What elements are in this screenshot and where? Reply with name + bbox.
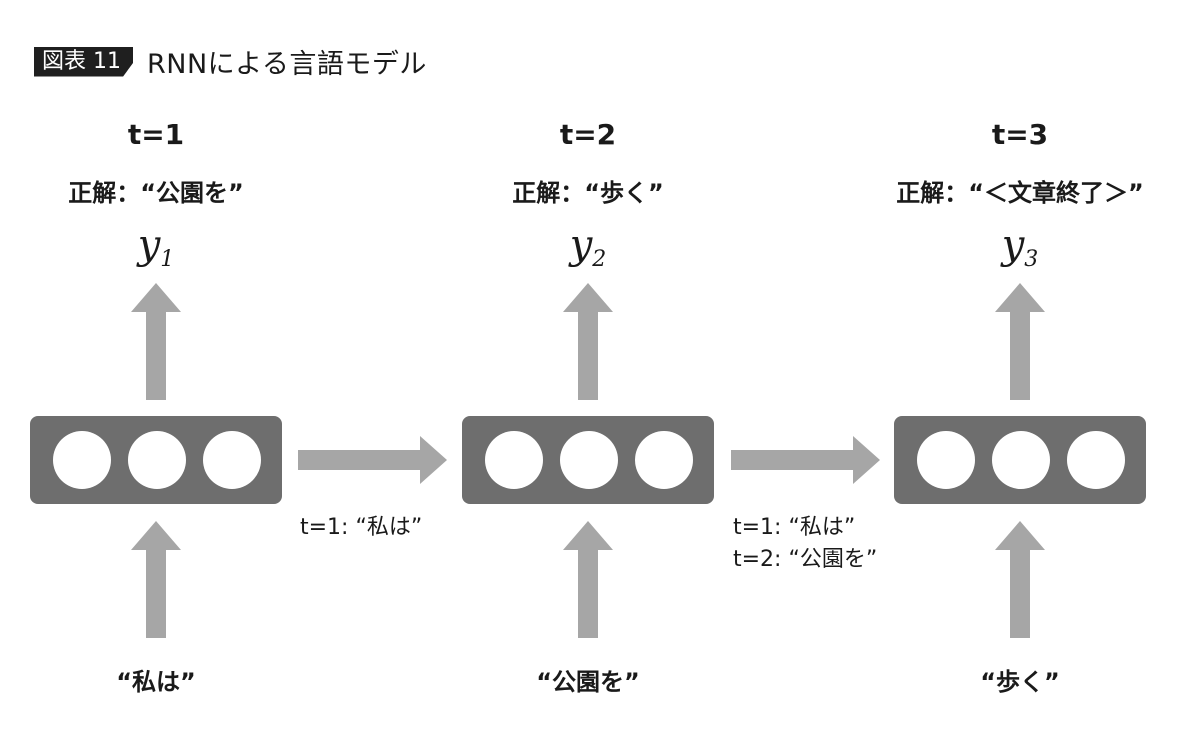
input-word-1: “私は” bbox=[116, 668, 196, 696]
hidden-unit bbox=[203, 431, 261, 489]
output-symbol-2: y bbox=[569, 222, 593, 268]
time-step-1: t=1 bbox=[127, 118, 185, 151]
hidden-state-label-1: t=1: “私は” bbox=[300, 512, 422, 544]
time-step-3: t=3 bbox=[991, 118, 1049, 151]
hidden-unit bbox=[53, 431, 111, 489]
rnn-cell-1 bbox=[30, 416, 282, 504]
rnn-cell-3 bbox=[894, 416, 1146, 504]
input-arrow-1 bbox=[131, 521, 181, 638]
output-symbol-3: y bbox=[1001, 222, 1025, 268]
hidden-state-line: t=1: “私は” bbox=[733, 515, 856, 540]
hidden-arrow-2 bbox=[731, 436, 880, 484]
figure-number-badge: 図表 11 bbox=[34, 46, 133, 77]
figure-header: 図表 11 RNNによる言語モデル bbox=[34, 42, 427, 81]
answer-label-3: 正解：“＜文章終了＞” bbox=[896, 179, 1144, 207]
output-subscript-2: 2 bbox=[592, 247, 607, 272]
hidden-state-line: t=1: “私は” bbox=[300, 515, 423, 540]
hidden-unit bbox=[917, 431, 975, 489]
output-label-3: y3 bbox=[890, 222, 1150, 272]
output-subscript-3: 3 bbox=[1024, 247, 1039, 272]
hidden-unit bbox=[1067, 431, 1125, 489]
figure-title: RNNによる言語モデル bbox=[147, 49, 427, 80]
output-arrow-3 bbox=[995, 283, 1045, 400]
time-step-2: t=2 bbox=[559, 118, 617, 151]
input-arrow-2 bbox=[563, 521, 613, 638]
input-word-3: “歩く” bbox=[980, 668, 1060, 696]
output-arrow-2 bbox=[563, 283, 613, 400]
answer-label-2: 正解：“歩く” bbox=[512, 179, 664, 207]
hidden-unit bbox=[485, 431, 543, 489]
input-arrow-3 bbox=[995, 521, 1045, 638]
output-label-2: y2 bbox=[458, 222, 718, 272]
output-subscript-1: 1 bbox=[160, 247, 175, 272]
hidden-unit bbox=[128, 431, 186, 489]
output-label-1: y1 bbox=[26, 222, 286, 272]
hidden-unit bbox=[635, 431, 693, 489]
hidden-unit bbox=[560, 431, 618, 489]
answer-label-1: 正解：“公園を” bbox=[68, 179, 244, 207]
hidden-state-line: t=2: “公園を” bbox=[733, 547, 878, 572]
output-symbol-1: y bbox=[137, 222, 161, 268]
output-arrow-1 bbox=[131, 283, 181, 400]
hidden-state-label-2: t=1: “私は” t=2: “公園を” bbox=[733, 512, 877, 576]
rnn-cell-2 bbox=[462, 416, 714, 504]
input-word-2: “公園を” bbox=[536, 668, 640, 696]
hidden-arrow-1 bbox=[298, 436, 447, 484]
hidden-unit bbox=[992, 431, 1050, 489]
